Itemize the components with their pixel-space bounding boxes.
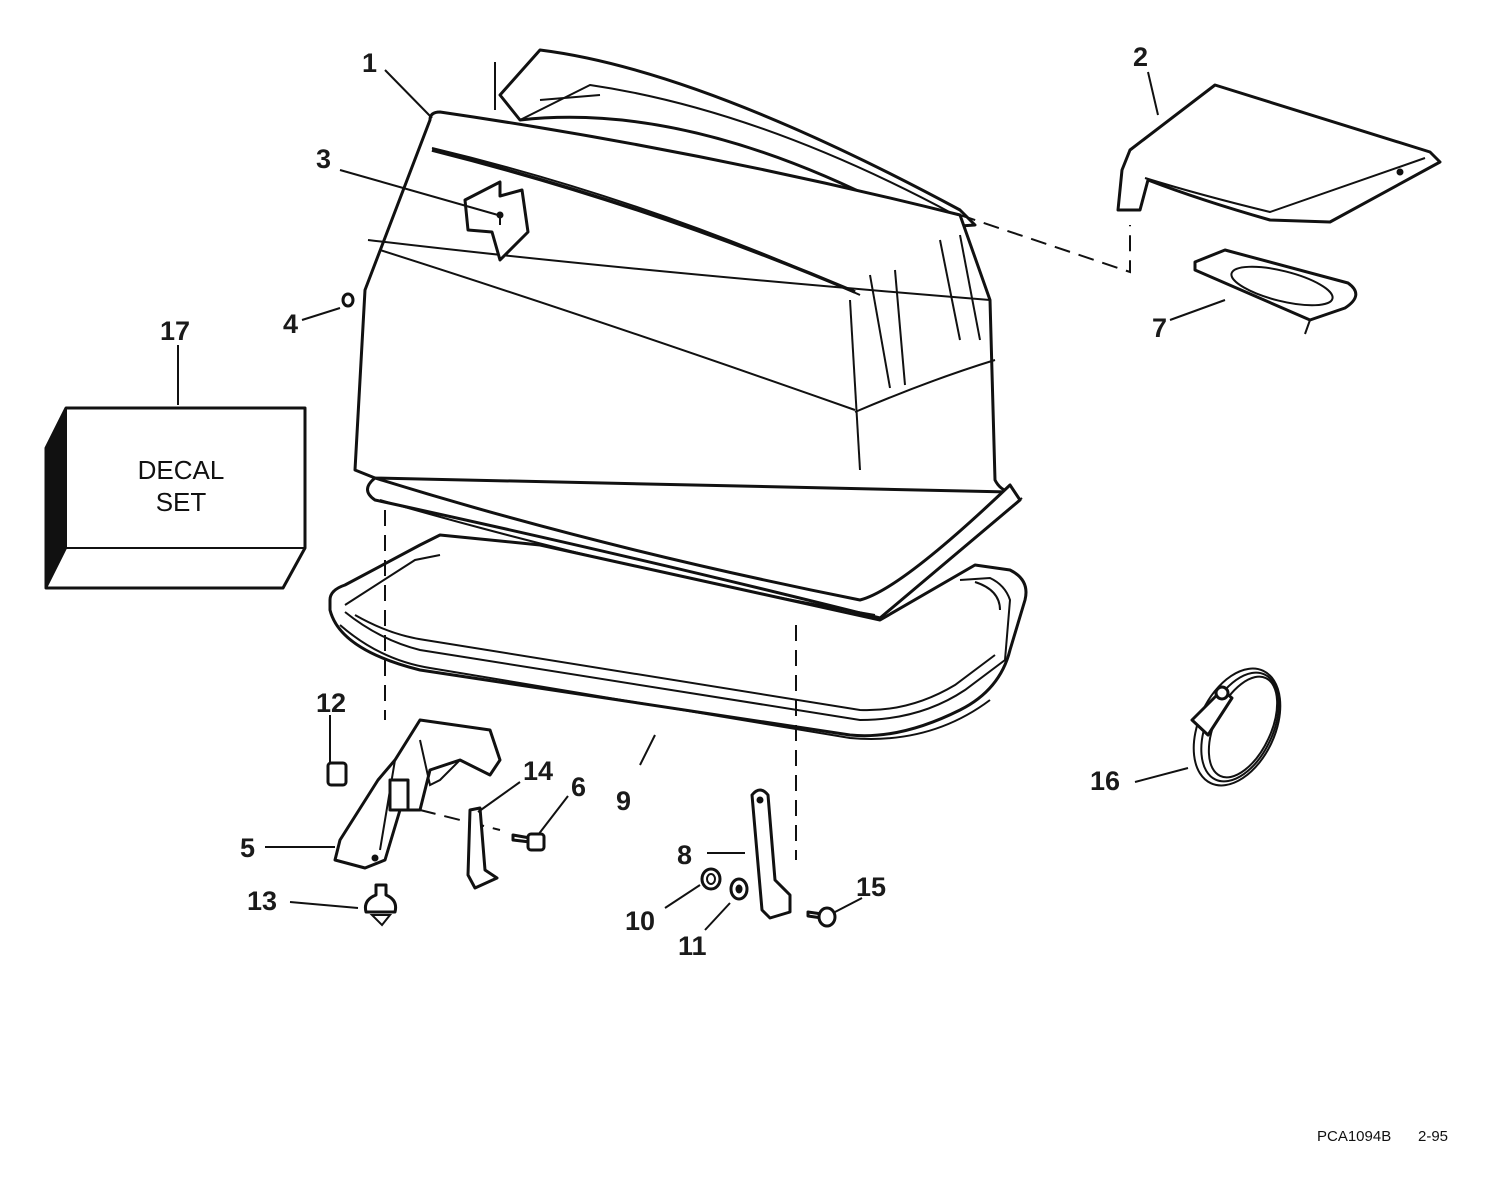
callout-6: 6 (571, 772, 586, 802)
callout-10: 10 (625, 906, 655, 936)
decal-line-1: DECAL (138, 455, 225, 485)
callout-2: 2 (1133, 42, 1148, 72)
drawing-code: PCA1094B (1317, 1128, 1391, 1145)
callout-13: 13 (247, 886, 277, 916)
callout-4: 4 (283, 309, 298, 339)
bracket-5 (333, 718, 502, 870)
screw-15 (806, 906, 837, 928)
washer-11 (729, 877, 749, 901)
link-arm-8 (750, 788, 792, 920)
callout-17: 17 (160, 316, 190, 346)
callout-3: 3 (316, 144, 331, 174)
callout-1: 1 (362, 48, 377, 78)
callout-8: 8 (677, 840, 692, 870)
callout-15: 15 (856, 872, 886, 902)
callout-11: 11 (678, 931, 707, 961)
lanyard-16 (1190, 667, 1282, 787)
decal-set-box (44, 406, 307, 590)
callout-16: 16 (1090, 766, 1120, 796)
clip-12 (326, 761, 348, 787)
engine-cover (353, 48, 1023, 620)
bolt-6 (511, 832, 546, 852)
drawing-date: 2-95 (1418, 1128, 1448, 1145)
leader-lines (177, 69, 1226, 931)
assembly-lines (384, 214, 1131, 860)
gasket (1193, 248, 1358, 335)
grommet-13 (364, 883, 398, 927)
callout-9: 9 (616, 786, 631, 816)
callout-14: 14 (523, 756, 553, 786)
callout-labels: 1 2 3 4 5 6 7 8 9 10 11 12 13 14 15 16 1… (160, 42, 1167, 961)
strap-14 (466, 806, 499, 890)
callout-12: 12 (316, 688, 346, 718)
top-plate (1116, 83, 1442, 224)
callout-7: 7 (1152, 313, 1167, 343)
decal-line-2: SET (156, 487, 207, 517)
nut-10 (700, 867, 722, 891)
screw-4 (341, 292, 355, 308)
callout-5: 5 (240, 833, 255, 863)
